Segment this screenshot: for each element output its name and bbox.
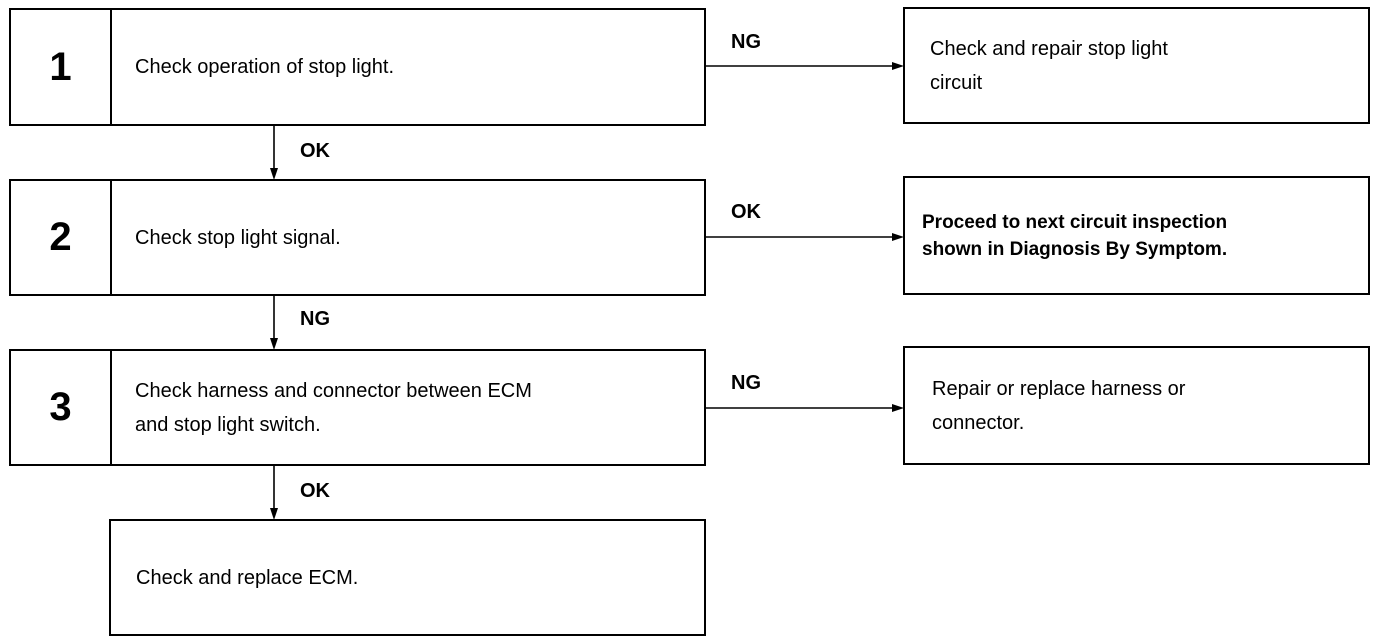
arrow-step2-to-result2 bbox=[705, 233, 904, 241]
arrow-step1-to-step2 bbox=[270, 125, 278, 180]
result-box-2: Proceed to next circuit inspection shown… bbox=[903, 176, 1370, 295]
final-text: Check and replace ECM. bbox=[136, 566, 359, 589]
arrow-step1-to-result1 bbox=[705, 62, 904, 70]
step-number: 1 bbox=[11, 10, 112, 124]
label-step2-ng: NG bbox=[300, 308, 330, 330]
step-number: 3 bbox=[11, 351, 112, 464]
label-step3-ok: OK bbox=[300, 480, 330, 502]
step-box-1: 1 Check operation of stop light. bbox=[9, 8, 706, 126]
step-box-2: 2 Check stop light signal. bbox=[9, 179, 706, 296]
arrow-step3-to-final bbox=[270, 465, 278, 520]
step-box-3: 3 Check harness and connector between EC… bbox=[9, 349, 706, 466]
label-step3-ng: NG bbox=[731, 372, 761, 394]
step-text: Check operation of stop light. bbox=[135, 56, 395, 78]
step-text: Check stop light signal. bbox=[135, 226, 341, 249]
result-text: Check and repair stop light circuit bbox=[930, 37, 1168, 94]
step-text: Check harness and connector between ECM … bbox=[135, 379, 532, 436]
arrow-step2-to-step3 bbox=[270, 295, 278, 350]
final-box: Check and replace ECM. bbox=[109, 519, 706, 636]
result-box-1: Check and repair stop light circuit bbox=[903, 7, 1370, 124]
result-text: Repair or replace harness or connector. bbox=[932, 377, 1186, 434]
result-box-3: Repair or replace harness or connector. bbox=[903, 346, 1370, 465]
label-step2-ok: OK bbox=[731, 201, 761, 223]
step-number: 2 bbox=[11, 181, 112, 294]
arrow-step3-to-result3 bbox=[705, 404, 904, 412]
label-step1-ng: NG bbox=[731, 31, 761, 53]
label-step1-ok: OK bbox=[300, 140, 330, 162]
result-text: Proceed to next circuit inspection shown… bbox=[922, 211, 1228, 260]
